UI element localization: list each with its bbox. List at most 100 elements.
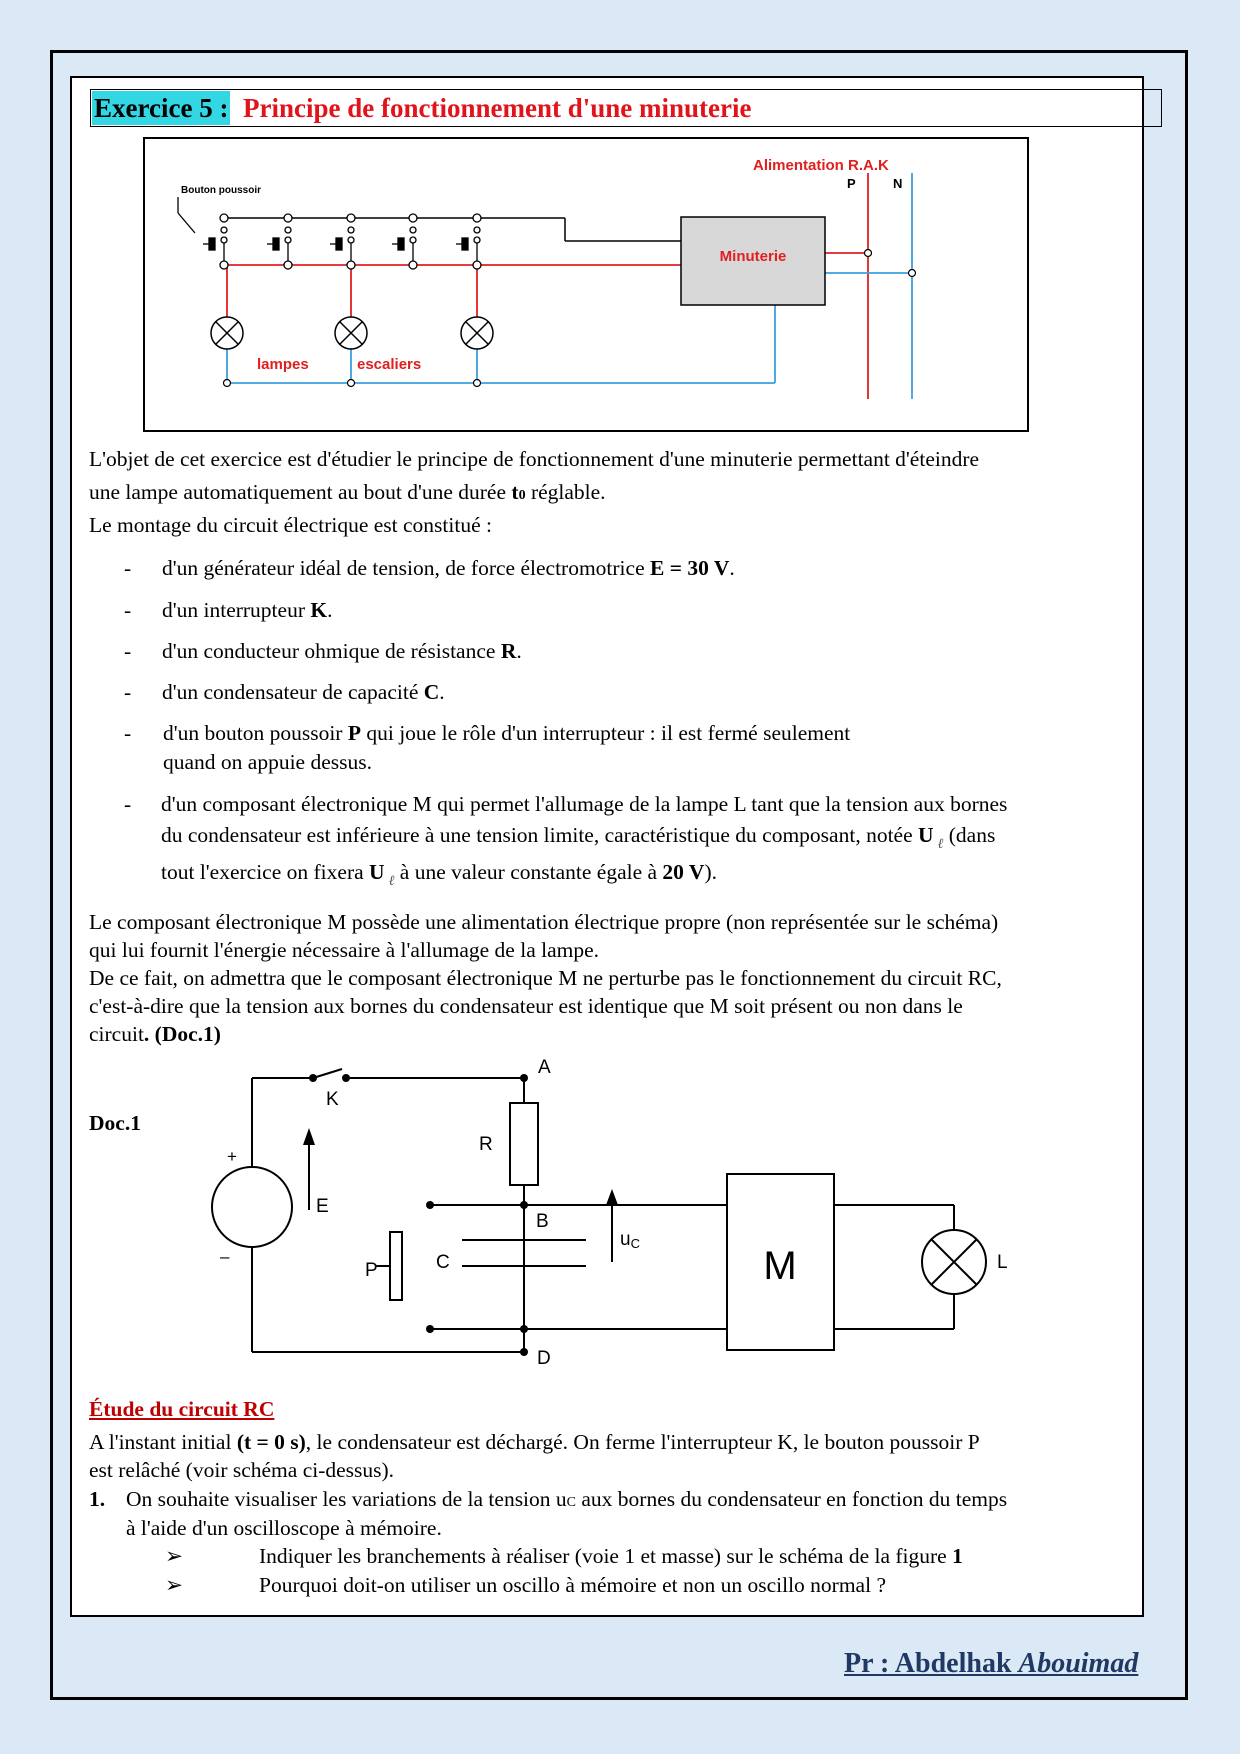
node-b-label: B (536, 1211, 549, 1232)
bullet-dash: - (124, 598, 132, 622)
question-1-line-2: à l'aide d'un oscilloscope à mémoire. (126, 1516, 442, 1540)
bullet-dash: - (124, 639, 132, 663)
subquestion-1: Indiquer les branchements à réaliser (vo… (259, 1543, 963, 1570)
exercise-label: Exercice 5 : (92, 91, 231, 125)
arrow-bullet-icon: ➢ (165, 1544, 184, 1568)
intro-line-2b: réglable. (525, 480, 606, 504)
para2-text: circuit (89, 1022, 144, 1046)
para2-line-3: De ce fait, on admettra que le composant… (89, 966, 1002, 990)
component-item-resistor: d'un conducteur ohmique de résistance R. (162, 638, 522, 665)
resistor-r-label: R (479, 1134, 493, 1155)
component-text-2: à une valeur constante égale à (394, 860, 663, 884)
rc-text-2: , le condensateur est déchargé. On ferme… (305, 1430, 980, 1454)
question-1-line-1: On souhaite visualiser les variations de… (126, 1486, 1007, 1516)
component-m-line-2: du condensateur est inférieure à une ten… (161, 822, 995, 852)
intro-line-3: Le montage du circuit électrique est con… (89, 513, 492, 537)
component-m-line-1: d'un composant électronique M qui permet… (161, 792, 1008, 816)
node-d-label: D (537, 1348, 551, 1365)
para2-line-5: circuit. (Doc.1) (89, 1021, 221, 1048)
node-a-label: A (538, 1057, 551, 1078)
voltage-uc-label: uC (620, 1229, 640, 1251)
intro-line-2: une lampe automatiquement au bout d'une … (89, 479, 606, 509)
escaliers-label: escaliers (357, 356, 421, 373)
rc-line-1: A l'instant initial (t = 0 s), le conden… (89, 1429, 980, 1456)
rc-circuit-diagram: A B D K R E + – P C uC M L (211, 1057, 1008, 1365)
uc-sub: C (631, 1236, 640, 1251)
stair-lamps (210, 316, 494, 350)
phase-label: P (847, 176, 856, 191)
doc1-label: Doc.1 (89, 1111, 141, 1135)
rc-line-2: est relâché (voir schéma ci-dessus). (89, 1458, 395, 1482)
emf-e-label: E (316, 1196, 329, 1217)
uc-u: u (620, 1229, 631, 1250)
component-symbol: K (310, 598, 328, 622)
t0-symbol: t (511, 480, 519, 504)
subquestion-2: Pourquoi doit-on utiliser un oscillo à m… (259, 1573, 886, 1597)
push-button-line-2: quand on appuie dessus. (163, 750, 372, 774)
component-text: du condensateur est inférieure à une ten… (161, 823, 919, 847)
exercise-title: Principe de fonctionnement d'une minuter… (243, 93, 752, 123)
question-number: 1. (89, 1487, 106, 1511)
capacitor-c-label: C (436, 1252, 450, 1273)
bullet-dash: - (124, 721, 132, 745)
t0-subscript: 0 (518, 488, 526, 503)
component-end: ). (704, 860, 717, 884)
plus-sign: + (227, 1147, 237, 1166)
neutral-label: N (893, 176, 902, 191)
question-text-2: aux bornes du condensateur en fonction d… (576, 1487, 1008, 1511)
component-end: . (327, 598, 333, 622)
component-end: . (729, 556, 735, 580)
para2-line-2: qui lui fournit l'énergie nécessaire à l… (89, 938, 600, 962)
minus-sign: – (220, 1247, 230, 1266)
component-text: d'un condensateur de capacité (162, 680, 424, 704)
intro-line-1: L'objet de cet exercice est d'étudier le… (89, 447, 980, 471)
author-prefix: Pr : Abdelhak (844, 1648, 1019, 1679)
component-text: tout l'exercice on fixera (161, 860, 370, 884)
push-buttons (177, 197, 482, 270)
minuterie-label: Minuterie (720, 248, 787, 265)
component-symbol: E = 30 V (650, 556, 730, 580)
rc-section-heading: Étude du circuit RC (89, 1397, 275, 1421)
para2-line-1: Le composant électronique M possède une … (89, 910, 999, 934)
component-text: d'un conducteur ohmique de résistance (162, 639, 501, 663)
component-m-label: M (763, 1244, 796, 1288)
u-limit-value: 20 V (662, 860, 705, 884)
u-limit-symbol: U (369, 860, 385, 884)
component-text-2: (dans (943, 823, 996, 847)
doc1-reference: . (Doc.1) (143, 1022, 221, 1046)
exercise-title-box: Exercice 5 : Principe de fonctionnement … (90, 89, 1162, 127)
component-symbol: R (500, 639, 517, 663)
component-end: . (516, 639, 522, 663)
switch-k-label: K (326, 1089, 339, 1110)
component-text-2: qui joue le rôle d'un interrupteur : il … (360, 721, 851, 745)
component-text: d'un bouton poussoir (163, 721, 348, 745)
bullet-dash: - (124, 792, 132, 816)
subquestion-text: Indiquer les branchements à réaliser (vo… (259, 1544, 953, 1568)
author-footer: Pr : Abdelhak Abouimad (844, 1648, 1138, 1680)
component-symbol: P (347, 721, 361, 745)
bullet-dash: - (124, 680, 132, 704)
component-symbol: C (423, 680, 440, 704)
intro-line-2a: une lampe automatiquement au bout d'une … (89, 480, 512, 504)
rc-text: A l'instant initial (89, 1430, 237, 1454)
para2-line-4: c'est-à-dire que la tension aux bornes d… (89, 994, 963, 1018)
bullet-dash: - (124, 556, 132, 580)
component-item-switch: d'un interrupteur K. (162, 597, 332, 624)
arrow-bullet-icon: ➢ (165, 1573, 184, 1597)
component-item-push-button: d'un bouton poussoir P qui joue le rôle … (163, 720, 850, 747)
u-limit-subscript: ℓ (937, 837, 944, 852)
lamp-l-label: L (997, 1252, 1008, 1273)
uc-subscript: C (566, 1495, 576, 1510)
author-name: Abouimad (1018, 1648, 1139, 1679)
lampes-label: lampes (257, 356, 309, 373)
u-limit-subscript: ℓ (388, 874, 395, 889)
push-button-p-label: P (365, 1260, 378, 1281)
component-text: d'un interrupteur (162, 598, 311, 622)
component-text: d'un générateur idéal de tension, de for… (162, 556, 650, 580)
component-end: . (439, 680, 445, 704)
initial-time: (t = 0 s) (236, 1430, 306, 1454)
minuterie-wiring-figure: Minuterie Alimentation R.A.K P N Bouton … (143, 137, 1029, 432)
question-text: On souhaite visualiser les variations de… (126, 1487, 567, 1511)
alimentation-label: Alimentation R.A.K (753, 157, 889, 174)
